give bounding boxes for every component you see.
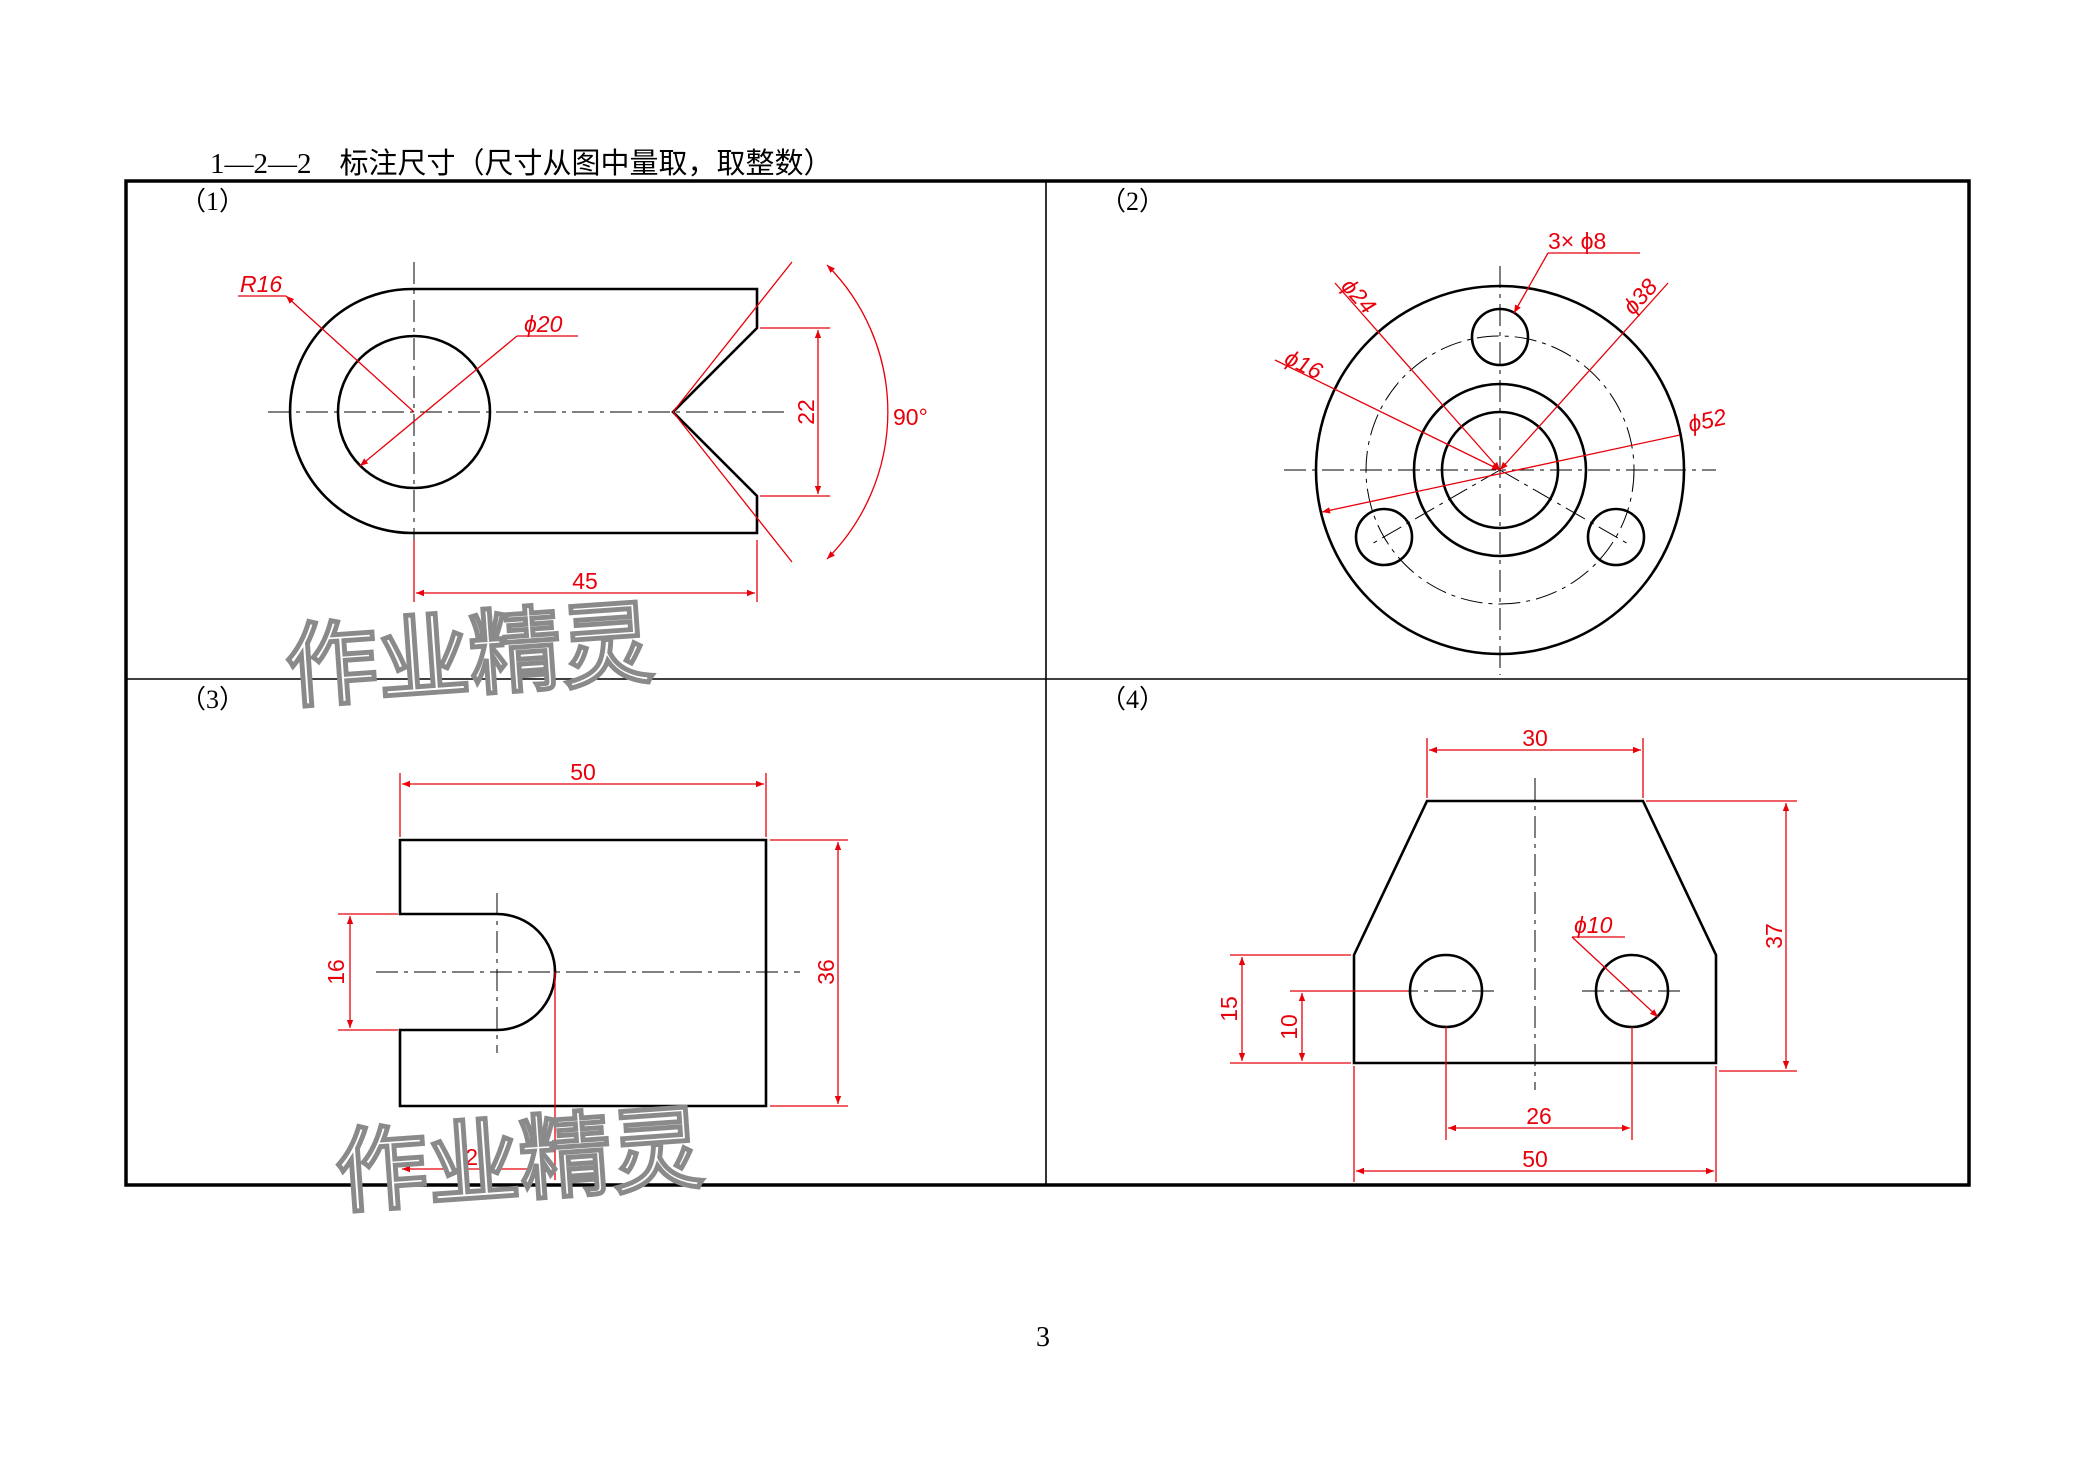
phi24-leader bbox=[1334, 282, 1501, 471]
dim-22: 22 bbox=[793, 399, 819, 425]
panel-4-drawing: 30 ϕ10 37 15 10 26 50 bbox=[1216, 725, 1797, 1182]
outer-frame bbox=[124, 179, 1971, 1187]
dim-phi10: ϕ10 bbox=[1574, 912, 1613, 938]
clevis-outline bbox=[288, 287, 759, 535]
dim-phi20: ϕ20 bbox=[524, 311, 563, 337]
panel-3-drawing: 50 16 36 21 bbox=[323, 759, 848, 1180]
phi8-leader bbox=[1513, 252, 1549, 314]
watermark-lower: 作业精灵 bbox=[332, 1095, 707, 1227]
dim-phi52: ϕ52 bbox=[1686, 403, 1729, 436]
r16-leader bbox=[285, 295, 415, 413]
dim-phi38: ϕ38 bbox=[1617, 273, 1662, 319]
panel-1-drawing: R16 ϕ20 22 90° 45 bbox=[238, 261, 928, 602]
dim-10: 10 bbox=[1276, 1014, 1302, 1040]
panel-2-label: （2） bbox=[1100, 187, 1165, 216]
dim-30: 30 bbox=[1522, 725, 1548, 751]
bolt-hole-right bbox=[1586, 507, 1646, 567]
dim-37: 37 bbox=[1761, 923, 1787, 949]
slotted-plate-outline bbox=[398, 838, 768, 1108]
dim-90deg: 90° bbox=[893, 404, 928, 430]
exercise-title: 标注尺寸（尺寸从图中量取，取整数） bbox=[339, 148, 833, 180]
angle-arc bbox=[826, 264, 889, 560]
dim-36: 36 bbox=[813, 959, 839, 985]
dim-21: 21 bbox=[465, 1144, 491, 1170]
dim-3x-phi8: 3× ϕ8 bbox=[1548, 228, 1606, 254]
panel-3-label: （3） bbox=[180, 685, 245, 714]
phi20-leader bbox=[359, 335, 518, 467]
dim-phi24: ϕ24 bbox=[1336, 273, 1381, 319]
phi52-leader bbox=[1321, 434, 1681, 514]
bolt-hole-left bbox=[1354, 507, 1414, 567]
watermark-upper: 作业精灵 bbox=[282, 590, 657, 722]
panel-4-label: （4） bbox=[1100, 685, 1165, 714]
phi16-leader bbox=[1274, 359, 1501, 471]
panel-1-label: （1） bbox=[180, 187, 245, 216]
dim-15: 15 bbox=[1216, 996, 1242, 1022]
dim-r16: R16 bbox=[240, 271, 282, 297]
dim-45: 45 bbox=[572, 568, 598, 594]
page-number: 3 bbox=[1036, 1322, 1050, 1353]
panel-2-drawing: 3× ϕ8 ϕ24 ϕ38 ϕ16 ϕ52 bbox=[1274, 228, 1729, 675]
dim-50-top: 50 bbox=[570, 759, 596, 785]
exercise-header: 1—2—2 标注尺寸（尺寸从图中量取，取整数） bbox=[210, 140, 833, 182]
phi10-leader bbox=[1571, 936, 1659, 1018]
phi38-leader bbox=[1499, 282, 1669, 471]
exercise-number: 1—2—2 bbox=[210, 148, 312, 180]
trapezoid-plate-outline bbox=[1352, 799, 1718, 1065]
dim-phi16: ϕ16 bbox=[1281, 344, 1327, 384]
dim-16: 16 bbox=[323, 959, 349, 985]
dim-50-bottom: 50 bbox=[1522, 1146, 1548, 1172]
dim-26: 26 bbox=[1526, 1103, 1552, 1129]
